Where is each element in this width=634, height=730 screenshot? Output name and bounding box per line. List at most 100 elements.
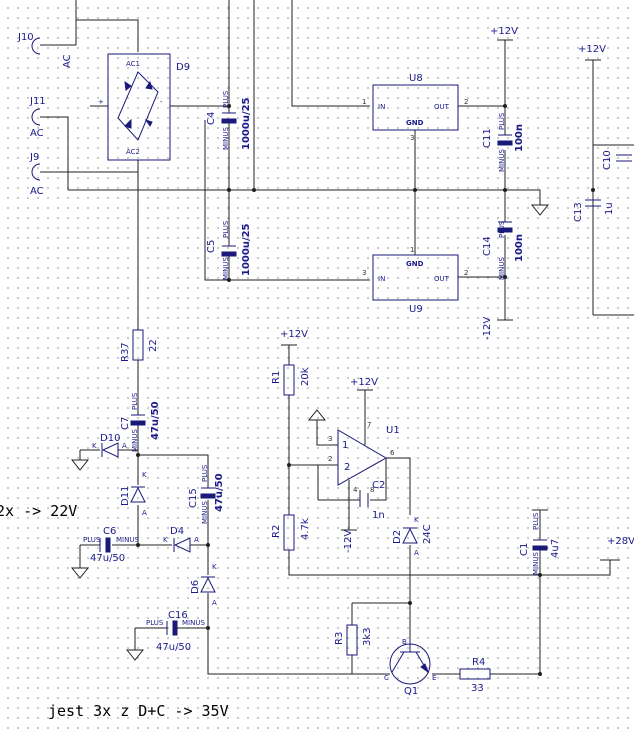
- u9-gnd: GND: [406, 260, 424, 268]
- svg-text:A: A: [142, 509, 147, 517]
- svg-text:1: 1: [362, 98, 366, 106]
- svg-text:1: 1: [342, 440, 348, 451]
- svg-text:C5: C5: [206, 240, 217, 253]
- j11-label: AC: [30, 128, 44, 139]
- svg-text:3: 3: [410, 134, 414, 142]
- bridge-d9: D9 AC1 AC2 + -: [98, 53, 190, 161]
- capacitor-c16: C16 47u/50 PLUS MINUS: [146, 610, 205, 653]
- svg-text:100n: 100n: [514, 124, 525, 152]
- svg-text:U1: U1: [386, 425, 400, 436]
- svg-text:PLUS: PLUS: [83, 536, 101, 544]
- svg-text:1u: 1u: [604, 202, 615, 215]
- svg-text:R4: R4: [472, 657, 485, 668]
- svg-text:MINUS: MINUS: [201, 501, 209, 524]
- bridge-ref: D9: [176, 62, 190, 73]
- wires: [40, 0, 634, 675]
- svg-text:MINUS: MINUS: [222, 257, 230, 280]
- j9-label: AC: [30, 186, 44, 197]
- capacitor-c1: C1 4u7 PLUS MINUS: [519, 512, 561, 575]
- u9-out: OUT: [434, 275, 450, 283]
- svg-text:47u/50: 47u/50: [156, 642, 191, 653]
- svg-text:4: 4: [353, 486, 358, 494]
- svg-text:D6: D6: [190, 580, 201, 594]
- svg-text:MINUS: MINUS: [116, 536, 139, 544]
- capacitor-c11: C11 100n PLUS MINUS: [482, 112, 525, 172]
- svg-text:3: 3: [328, 435, 332, 443]
- svg-text:C10: C10: [602, 150, 613, 170]
- svg-text:K: K: [92, 442, 97, 450]
- svg-text:PLUS: PLUS: [498, 112, 506, 130]
- svg-text:K: K: [414, 516, 419, 524]
- supply-r1: +12V: [280, 329, 308, 340]
- supply-opamp: +12V: [350, 377, 378, 388]
- supply-symbols: +12V +12V -12V +12V +12V -12V +28V: [280, 26, 634, 561]
- svg-text:C2: C2: [372, 480, 385, 491]
- svg-text:MINUS: MINUS: [222, 127, 230, 150]
- u8-gnd: GND: [406, 119, 424, 127]
- svg-text:24C: 24C: [422, 524, 433, 544]
- connector-j9: J9 AC: [29, 152, 44, 197]
- svg-text:8: 8: [370, 486, 374, 494]
- svg-text:MINUS: MINUS: [498, 149, 506, 172]
- resistor-r37: R37 22: [120, 329, 159, 362]
- u9-in: IN: [378, 275, 385, 283]
- capacitor-c10: C10: [602, 150, 632, 170]
- svg-text:2: 2: [464, 269, 468, 277]
- svg-text:C13: C13: [573, 202, 584, 222]
- capacitor-c13: C13 1u: [573, 199, 615, 222]
- svg-text:33: 33: [471, 683, 484, 694]
- svg-text:C7: C7: [120, 417, 131, 430]
- svg-text:C1: C1: [519, 543, 530, 556]
- capacitor-c14: C14 100n PLUS MINUS: [482, 220, 525, 280]
- svg-text:20k: 20k: [300, 367, 311, 386]
- connector-j10: J10 AC: [17, 32, 73, 68]
- resistor-r1: R1 20k: [271, 364, 311, 396]
- svg-text:C16: C16: [168, 610, 188, 621]
- svg-text:R2: R2: [271, 525, 282, 538]
- svg-text:PLUS: PLUS: [532, 512, 540, 530]
- junctions: [136, 104, 595, 676]
- svg-text:7: 7: [367, 421, 371, 429]
- svg-text:3: 3: [362, 269, 366, 277]
- svg-text:C4: C4: [206, 112, 217, 125]
- svg-text:R1: R1: [271, 371, 282, 384]
- u9-ref: U9: [409, 304, 423, 315]
- diode-d10: D10 K A: [92, 433, 127, 458]
- svg-text:D4: D4: [170, 526, 184, 537]
- svg-text:2: 2: [344, 462, 350, 473]
- transistor-q1: Q1 B C E: [384, 638, 436, 697]
- supply-u8-out: +12V: [490, 26, 518, 37]
- svg-text:1: 1: [410, 246, 414, 254]
- svg-text:47u/50: 47u/50: [90, 553, 125, 564]
- svg-text:1000u/25: 1000u/25: [241, 97, 252, 150]
- supply-out-rail: +28V: [607, 536, 634, 547]
- j10-ref: J10: [17, 32, 34, 43]
- svg-text:1n: 1n: [372, 510, 385, 521]
- svg-text:K: K: [142, 471, 147, 479]
- connector-j11: J11 AC: [29, 96, 46, 139]
- svg-text:47u/50: 47u/50: [150, 401, 161, 440]
- svg-text:D10: D10: [100, 433, 120, 444]
- resistor-r4: R4 33: [459, 657, 491, 694]
- supply-u9-out: -12V: [482, 317, 493, 340]
- svg-text:A: A: [122, 442, 127, 450]
- svg-text:D2: D2: [392, 530, 403, 544]
- svg-text:C6: C6: [103, 526, 116, 537]
- svg-text:A: A: [194, 536, 199, 544]
- svg-text:PLUS: PLUS: [222, 90, 230, 108]
- supply-right: +12V: [578, 44, 606, 55]
- regulator-u9: U9 IN OUT GND 3 2 1: [362, 246, 468, 315]
- svg-text:K: K: [212, 563, 217, 571]
- svg-text:C14: C14: [482, 236, 493, 256]
- svg-text:4u7: 4u7: [550, 539, 561, 558]
- u8-out: OUT: [434, 103, 450, 111]
- diode-d2: D2 24C K A: [392, 516, 433, 557]
- svg-text:MINUS: MINUS: [131, 429, 139, 452]
- svg-text:3k3: 3k3: [362, 627, 373, 646]
- ground-symbols: [70, 204, 550, 661]
- resistor-r2: R2 4.7k: [271, 514, 311, 551]
- bridge-minus: -: [160, 98, 163, 106]
- svg-text:K: K: [163, 536, 168, 544]
- svg-text:C: C: [384, 674, 389, 682]
